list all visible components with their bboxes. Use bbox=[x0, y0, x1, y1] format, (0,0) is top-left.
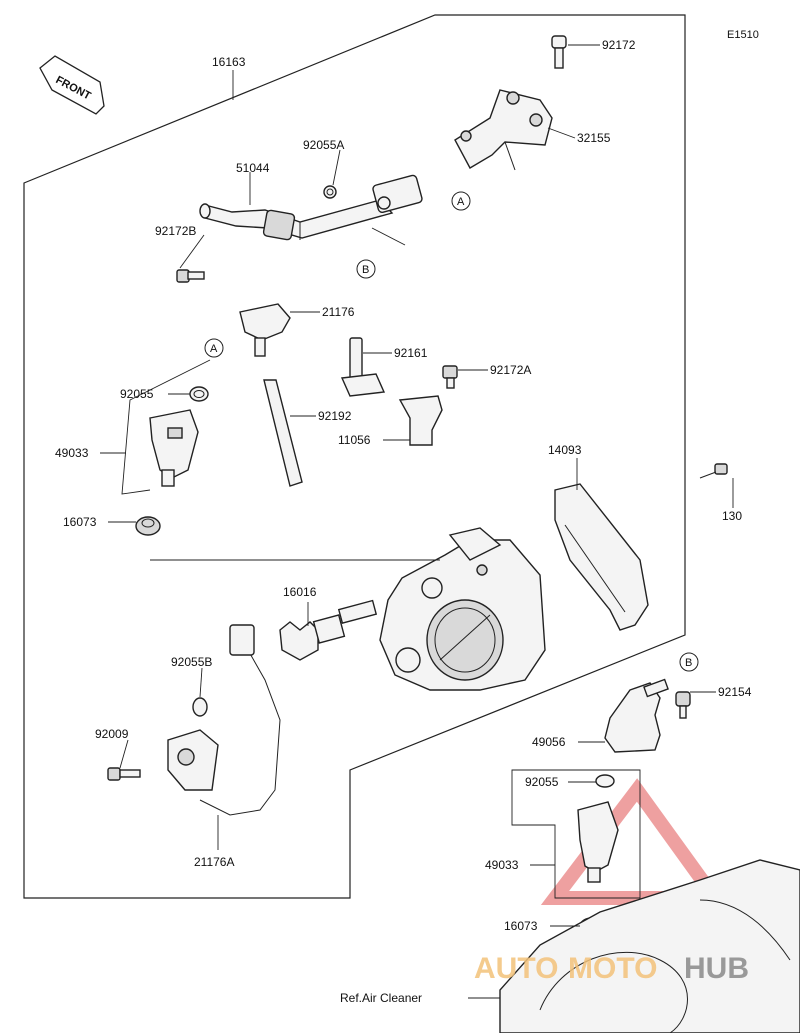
bolt-92154 bbox=[675, 691, 691, 719]
label-92172: 92172 bbox=[602, 38, 636, 52]
label-49033: 49033 bbox=[55, 446, 89, 460]
label-92161: 92161 bbox=[394, 346, 428, 360]
leader-lines bbox=[100, 44, 734, 999]
svg-text:HUB: HUB bbox=[684, 952, 749, 985]
air-cleaner-housing bbox=[499, 859, 800, 1033]
label-92055a: 92055A bbox=[303, 138, 344, 152]
o-ring-92055b bbox=[192, 697, 208, 717]
bolt-92172b bbox=[176, 269, 205, 283]
label-49033-lower: 49033 bbox=[485, 858, 519, 872]
bracket-32155 bbox=[454, 89, 553, 171]
label-14093: 14093 bbox=[548, 443, 582, 457]
o-ring-92055-lower bbox=[595, 774, 615, 788]
label-92055-lower: 92055 bbox=[525, 775, 559, 789]
callout-b-lower: B bbox=[679, 652, 699, 672]
pipe-92161 bbox=[340, 337, 386, 397]
label-92055: 92055 bbox=[120, 387, 154, 401]
bolt-92172a bbox=[442, 365, 458, 389]
label-92192: 92192 bbox=[318, 409, 352, 423]
sensor-49033-lower bbox=[577, 801, 619, 883]
label-51044: 51044 bbox=[236, 161, 270, 175]
collar-16073 bbox=[135, 516, 161, 536]
svg-text:AUTO: AUTO bbox=[474, 952, 558, 985]
label-92055b: 92055B bbox=[171, 655, 212, 669]
label-16073: 16073 bbox=[63, 515, 97, 529]
label-16163: 16163 bbox=[212, 55, 246, 69]
part-labels: 16163 92172 32155 92055A 51044 92172B 21… bbox=[55, 38, 752, 1005]
hose-92192 bbox=[263, 379, 303, 487]
mount-14093 bbox=[554, 483, 649, 631]
callout-b-upper: B bbox=[356, 259, 376, 279]
label-11056: 11056 bbox=[338, 433, 371, 447]
svg-text:MOTO: MOTO bbox=[568, 952, 657, 985]
o-ring-92055a bbox=[323, 185, 337, 199]
bracket-11056 bbox=[398, 395, 443, 446]
svg-text:B: B bbox=[685, 657, 692, 669]
label-49056: 49056 bbox=[532, 735, 566, 749]
bolt-92172 bbox=[551, 35, 567, 69]
front-arrow: FRONT bbox=[39, 55, 105, 115]
svg-text:A: A bbox=[210, 343, 218, 355]
label-16073-lower: 16073 bbox=[504, 919, 538, 933]
label-21176: 21176 bbox=[322, 305, 355, 319]
assembly-frame bbox=[23, 14, 686, 899]
diagram-code: E1510 bbox=[727, 29, 759, 41]
bolt-92009 bbox=[107, 767, 141, 781]
label-32155: 32155 bbox=[577, 131, 611, 145]
wire-21176a bbox=[167, 624, 281, 816]
throttle-body bbox=[379, 527, 546, 691]
shaft-16016 bbox=[279, 599, 378, 661]
svg-text:B: B bbox=[362, 264, 369, 276]
o-ring-92055 bbox=[189, 386, 209, 402]
label-92172a: 92172A bbox=[490, 363, 531, 377]
fitting-49056 bbox=[604, 678, 669, 753]
sensor-49033 bbox=[149, 409, 199, 487]
label-92172b: 92172B bbox=[155, 224, 196, 238]
label-21176a: 21176A bbox=[194, 855, 234, 869]
svg-text:A: A bbox=[457, 196, 465, 208]
label-ref-air-cleaner: Ref.Air Cleaner bbox=[340, 991, 422, 1005]
callout-a-upper: A bbox=[451, 191, 471, 211]
watermark-logo: AUTO MOTO HUB bbox=[474, 952, 749, 985]
label-92154: 92154 bbox=[718, 685, 752, 699]
watermark-triangle bbox=[540, 778, 729, 905]
label-130: 130 bbox=[722, 509, 742, 523]
hose-51044 bbox=[199, 174, 423, 241]
label-92009: 92009 bbox=[95, 727, 129, 741]
callout-a-left: A bbox=[204, 338, 224, 358]
label-16016: 16016 bbox=[283, 585, 317, 599]
bolt-130 bbox=[699, 463, 728, 479]
sensor-21176 bbox=[239, 303, 291, 357]
